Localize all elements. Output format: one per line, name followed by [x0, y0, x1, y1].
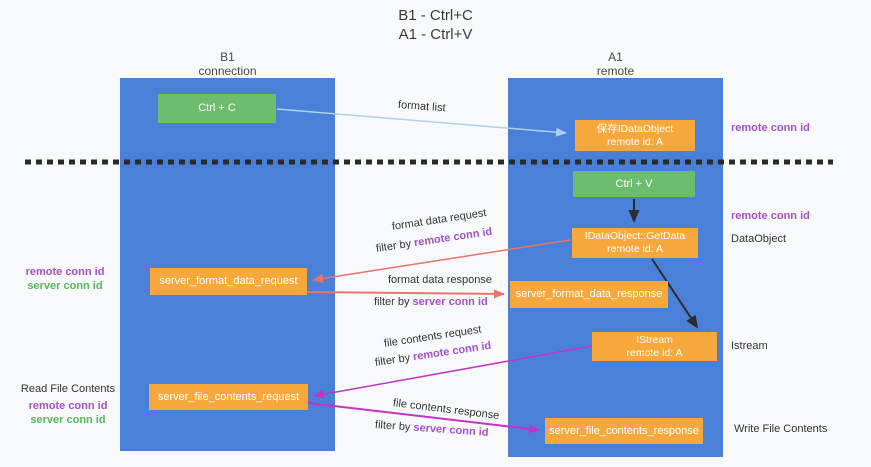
remote-conn-id-annotation-left: remote conn id: [25, 266, 105, 278]
ctrl-v-box: Ctrl + V: [573, 171, 695, 197]
filter-by-text: filter by: [374, 296, 410, 308]
istream-line2: remote id: A: [626, 346, 683, 359]
save-idataobject-box: 保存IDataObject remote id: A: [575, 120, 695, 151]
right-column-header: A1 remote: [508, 50, 723, 78]
server-file-contents-request-label: server_file_contents_request: [157, 390, 300, 403]
server-format-data-response-box: server_format_data_response: [510, 281, 668, 308]
server-conn-id-annotation-left-2: server conn id: [30, 414, 106, 426]
istream-box: IStream remote id: A: [592, 332, 717, 361]
title-line-1: B1 - Ctrl+C: [398, 7, 473, 24]
remote-conn-id-annotation-mid: remote conn id: [731, 210, 810, 222]
dataobject-annotation: DataObject: [731, 233, 787, 245]
server-file-contents-response-box: server_file_contents_response: [545, 418, 703, 444]
file-contents-request-arrow: [313, 345, 593, 399]
filter-by-server-conn-id-label-1: filter by server conn id: [374, 296, 488, 308]
remote-conn-id-annotation-top: remote conn id: [731, 122, 810, 134]
format-list-arrow: [276, 108, 567, 137]
server-conn-id-text: server conn id: [412, 296, 488, 308]
server-format-data-request-label: server_format_data_request: [159, 275, 298, 287]
server-conn-id-annotation-left: server conn id: [27, 280, 103, 292]
left-column-name: B1: [220, 50, 235, 64]
read-file-contents-annotation: Read File Contents: [20, 383, 116, 395]
getdata-line1: IDataObject::GetData: [584, 230, 686, 242]
right-column-name: A1: [608, 50, 623, 64]
istream-annotation: Istream: [731, 340, 768, 352]
getdata-line2: remote id: A: [606, 243, 664, 255]
filter-by-text: filter by: [374, 419, 411, 434]
diagram-title: B1 - Ctrl+C A1 - Ctrl+V: [0, 6, 871, 44]
ctrl-v-label: Ctrl + V: [615, 177, 653, 190]
server-format-data-request-box: server_format_data_request: [150, 268, 307, 295]
getdata-to-istream-arrow: [651, 258, 699, 329]
format-data-request-arrow: [312, 239, 571, 283]
left-column-header: B1 connection: [120, 50, 335, 78]
istream-line1: IStream: [636, 333, 673, 346]
left-column-subtitle: connection: [198, 64, 257, 78]
server-file-contents-response-label: server_file_contents_response: [549, 424, 699, 437]
server-file-contents-request-box: server_file_contents_request: [149, 384, 308, 410]
left-conn-id-block-top: remote conn id server conn id: [20, 265, 110, 293]
format-data-response-label: format data response: [388, 274, 492, 286]
server-format-data-response-label: server_format_data_response: [515, 288, 663, 300]
ctrl-c-label: Ctrl + C: [198, 102, 236, 114]
ctrl-c-box: Ctrl + C: [158, 94, 276, 123]
save-idataobject-line1: 保存IDataObject: [596, 122, 674, 135]
write-file-contents-annotation: Write File Contents: [734, 423, 828, 435]
remote-conn-id-annotation-left-2: remote conn id: [28, 400, 108, 412]
title-line-2: A1 - Ctrl+V: [398, 26, 473, 43]
file-contents-response-arrow: [307, 402, 540, 434]
idataobject-getdata-box: IDataObject::GetData remote id: A: [572, 228, 698, 258]
format-data-response-arrow: [306, 289, 505, 299]
right-column-subtitle: remote: [596, 64, 635, 78]
left-conn-id-block-bottom: Read File Contents remote conn id server…: [16, 382, 120, 427]
save-idataobject-line2: remote id: A: [606, 135, 664, 148]
